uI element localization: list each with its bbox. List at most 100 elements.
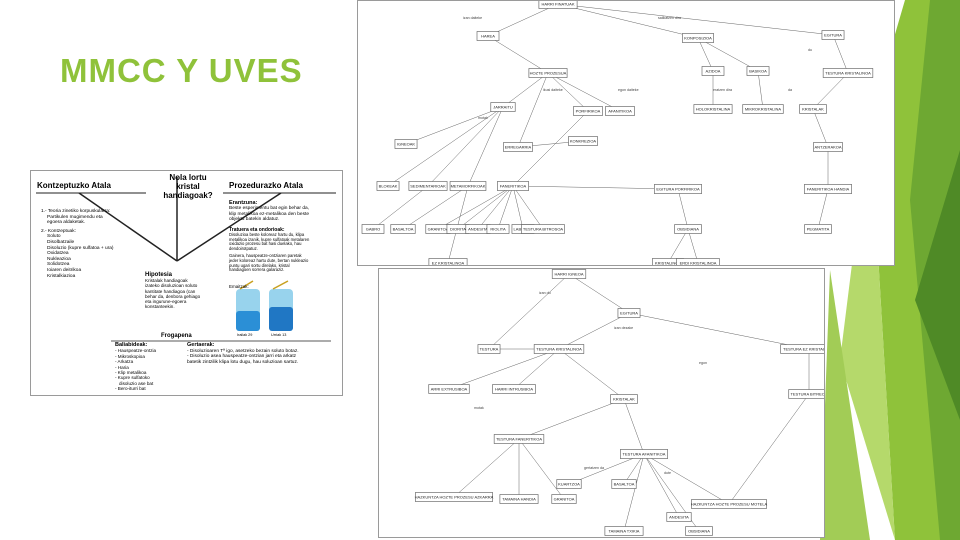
- uve-svg: [36, 177, 336, 342]
- svg-text:TAMAINA TXIKIA: TAMAINA TXIKIA: [609, 529, 640, 534]
- map-link: [488, 273, 570, 350]
- map-node: PEGMATITA: [804, 224, 832, 234]
- map-node: EGITURA: [617, 308, 641, 318]
- map-node: KONKREZIOA: [568, 136, 598, 146]
- map-link: [518, 398, 625, 440]
- svg-text:KRISTALAK: KRISTALAK: [613, 397, 635, 402]
- map-node: HOLOKRISTALINA: [693, 104, 733, 114]
- svg-text:KRISTALINOA: KRISTALINOA: [655, 261, 681, 266]
- uve-left-title: Kontzeptuzko Atala: [37, 181, 111, 190]
- svg-text:HOLOKRISTALINA: HOLOKRISTALINA: [696, 107, 731, 112]
- map-node: EGITURA PORFIRIKOA: [653, 184, 702, 194]
- svg-text:FANERITIKOA: FANERITIKOA: [500, 184, 527, 189]
- map-link: [568, 273, 630, 314]
- svg-text:AFANITIKOA: AFANITIKOA: [608, 109, 632, 114]
- map-node: BASIKOA: [746, 66, 770, 76]
- svg-text:ERREGARRIA: ERREGARRIA: [505, 145, 532, 150]
- map-node: HAREA: [476, 31, 500, 41]
- map-node: EGITURA: [821, 30, 845, 40]
- svg-text:TESTURA: TESTURA: [480, 347, 499, 352]
- svg-text:BASALTOA: BASALTOA: [614, 482, 635, 487]
- map-link-label: ikusi daiteke: [543, 88, 563, 92]
- slide-title: MMCC Y UVES: [60, 52, 303, 89]
- map-link: [547, 72, 621, 112]
- map-link: [728, 393, 810, 505]
- map-node: ARRI EXTRUSIBOA: [428, 384, 470, 394]
- uve-question: Nola lortu kristal handiagoak?: [163, 173, 213, 200]
- map-node: HARRI INTRUSIBOA: [492, 384, 536, 394]
- map-link: [497, 185, 514, 230]
- map-node: AZIDOA: [701, 66, 725, 76]
- map-link: [558, 348, 625, 400]
- map-node: BASALTOA: [390, 224, 416, 234]
- map-node: TESTURA KRISTALINOA: [822, 68, 874, 78]
- map-node: HOZTE PROZESUA: [528, 68, 568, 78]
- map-link: [697, 37, 759, 72]
- svg-text:TESTURA EZ KRISTALINOA: TESTURA EZ KRISTALINOA: [783, 347, 825, 352]
- map-link-label: du: [808, 48, 812, 52]
- map-link-label: gertatzen da: [584, 466, 604, 470]
- svg-text:KRISTALAK: KRISTALAK: [802, 107, 824, 112]
- svg-text:SEDIMENTARIOAK: SEDIMENTARIOAK: [410, 184, 446, 189]
- map-node: METAMORFIKOAK: [449, 181, 487, 191]
- svg-text:MIKROKRISTALINA: MIKROKRISTALINA: [745, 107, 781, 112]
- map-node: TESTURA: [477, 344, 501, 354]
- map-link: [437, 185, 514, 230]
- map-node: PORFIRIKOA: [573, 106, 603, 116]
- map-node: FANERITIKOA: [497, 181, 529, 191]
- map-link: [512, 185, 679, 190]
- map-node: JARRAITU: [490, 102, 516, 112]
- map-node: GABRO: [361, 224, 385, 234]
- svg-text:GRANITOA: GRANITOA: [554, 497, 575, 502]
- map-link: [623, 453, 645, 485]
- uve-gertaerak: Gertaerak: - Disoluzioaren Tª igo, asetz…: [187, 342, 299, 365]
- map-link: [643, 453, 730, 505]
- svg-text:EGITURA: EGITURA: [824, 33, 842, 38]
- map-node: BASALTOA: [611, 479, 637, 489]
- svg-text:DIORITA: DIORITA: [450, 227, 466, 232]
- svg-text:IGNEOAK: IGNEOAK: [397, 142, 416, 147]
- map-link: [487, 35, 549, 74]
- map-node: ERDI KRISTALINOA: [676, 258, 720, 265]
- map-link: [512, 185, 524, 230]
- map-link: [487, 3, 559, 37]
- uve-hipotesia: Hipotesia Kristalak handiagoak izateko d…: [145, 272, 201, 310]
- photo-caption-1: Irailak 29: [237, 333, 253, 337]
- map-link-label: izan du: [539, 291, 551, 295]
- map-link: [558, 312, 630, 350]
- map-link: [502, 72, 549, 108]
- map-link: [832, 34, 849, 74]
- map-node: ANDESITA: [666, 512, 692, 522]
- svg-text:TESTURA KRISTALINOA: TESTURA KRISTALINOA: [536, 347, 582, 352]
- map-node: KONPOSIZIOA: [682, 33, 714, 43]
- map-link: [757, 70, 764, 110]
- svg-text:TAMAINA HANDIA: TAMAINA HANDIA: [502, 497, 536, 502]
- map-link: [513, 348, 560, 390]
- map-link: [518, 438, 565, 500]
- svg-text:KONKREZIOA: KONKREZIOA: [570, 139, 597, 144]
- svg-text:RIOLITA: RIOLITA: [490, 227, 506, 232]
- map-link-label: izan daiteke: [463, 16, 482, 20]
- map-link: [448, 348, 560, 390]
- map-link: [628, 312, 810, 350]
- svg-text:ANTZERAKOA: ANTZERAKOA: [814, 145, 841, 150]
- map-node: HAZKUNTZA HOZTE PROZESU AZKARRA: [415, 492, 494, 502]
- svg-text:HARRI INTRUSIBOA: HARRI INTRUSIBOA: [495, 387, 533, 392]
- map-node: AFANITIKOA: [605, 106, 635, 116]
- map-link: [512, 110, 589, 187]
- svg-text:AZIDOA: AZIDOA: [706, 69, 721, 74]
- map-node: TAMAINA TXIKIA: [604, 526, 644, 536]
- uve-diagram: Nola lortu kristal handiagoak? Kontzeptu…: [30, 170, 343, 396]
- svg-text:OBSIDIANA: OBSIDIANA: [677, 227, 699, 232]
- map-link: [623, 453, 645, 532]
- uve-baliabideak: Baliabideak: - Hauspeatze-ontzia - Mikro…: [115, 342, 157, 392]
- map-link: [512, 185, 544, 230]
- map-node: HARRI IGNEOA: [551, 269, 587, 279]
- map-node: TESTURA BITREOA: [788, 389, 824, 399]
- map-link: [405, 106, 504, 145]
- svg-text:BASALTOA: BASALTOA: [393, 227, 414, 232]
- map-link-label: izan dezake: [614, 326, 633, 330]
